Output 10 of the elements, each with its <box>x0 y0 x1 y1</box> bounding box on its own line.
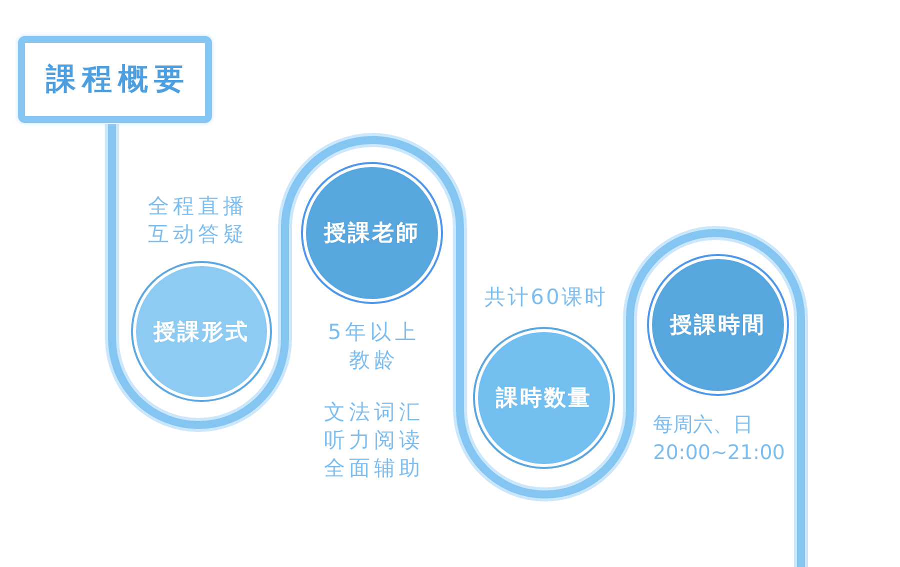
note-text: 文法词汇听力阅读全面辅助 <box>323 399 425 482</box>
note-text: 全程直播互动答疑 <box>147 193 249 248</box>
step-circle: 課時数量 <box>473 327 615 469</box>
note-text: 共计60课时 <box>484 284 608 311</box>
step-circle: 授課形式 <box>131 261 272 402</box>
title-box: 課程概要 <box>18 36 212 123</box>
note-text: 5年以上教龄 <box>326 319 422 374</box>
step-circle: 授課老師 <box>301 162 443 304</box>
step-circle: 授課時間 <box>647 254 789 396</box>
note-text: 每周六、日20:00~21:00 <box>653 411 786 466</box>
